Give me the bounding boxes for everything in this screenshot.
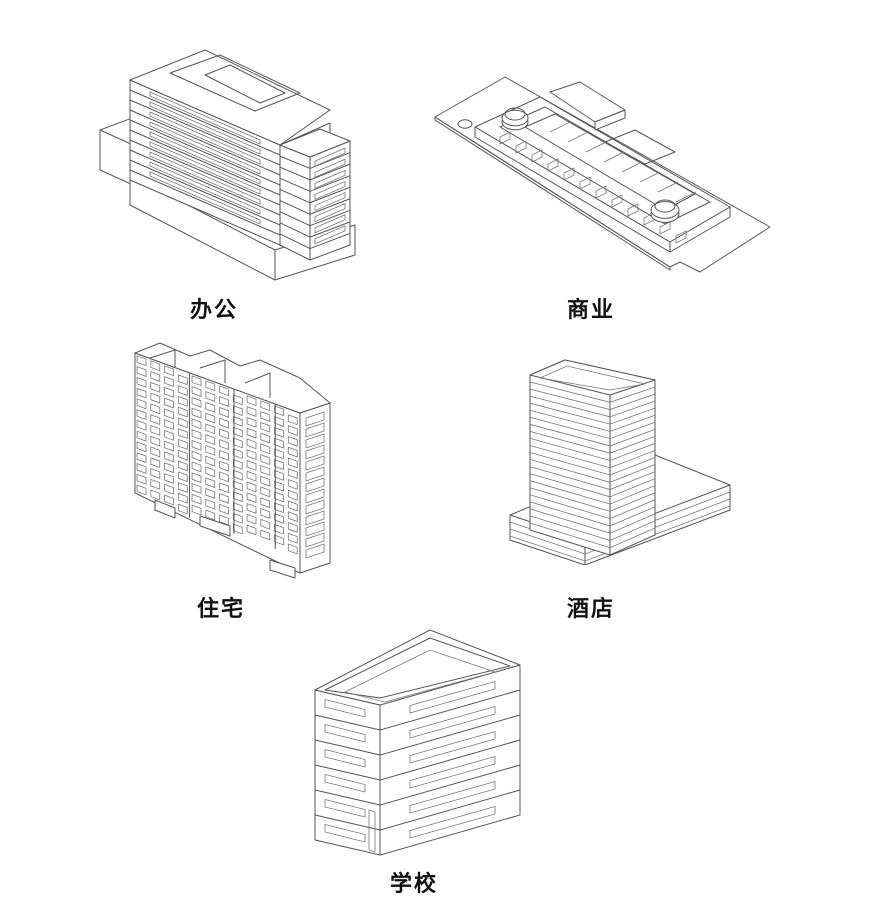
hotel-building-icon — [505, 350, 735, 565]
residential-building-icon — [130, 338, 335, 583]
school-building-icon — [305, 620, 540, 860]
commercial-building-icon — [430, 72, 775, 277]
label-commercial: 商业 — [567, 297, 616, 323]
label-residential: 住宅 — [197, 596, 246, 622]
label-hotel: 酒店 — [567, 596, 616, 622]
office-building-icon — [95, 45, 360, 285]
label-school: 学校 — [390, 871, 439, 897]
label-office: 办公 — [190, 297, 239, 323]
